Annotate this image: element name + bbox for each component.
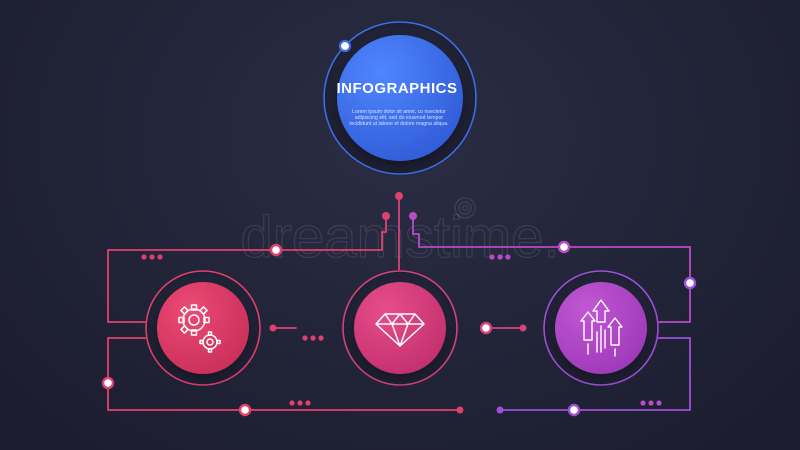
watermark-text: dreamstime. xyxy=(240,205,559,270)
node-diamond xyxy=(342,270,458,386)
main-node: INFOGRAPHICS Lorem ipsum dolor sit amet,… xyxy=(323,21,477,175)
main-node-body-line3: incididunt ut labore et dolore magna ali… xyxy=(349,121,448,127)
connector-dots xyxy=(101,192,697,417)
main-node-body-line2: adipiscing elit, sed do eiusmod tempor xyxy=(355,115,444,121)
node-growth xyxy=(543,270,659,386)
watermark-spiral-icon xyxy=(454,197,476,219)
gears-icon xyxy=(178,304,221,353)
diamond-icon xyxy=(375,313,425,347)
main-node-body-line1: Lorem ipsum dolor sit amet, co nsectetur xyxy=(352,109,446,115)
growth-arrows-icon xyxy=(580,299,623,357)
main-node-dot xyxy=(338,39,352,53)
main-node-title: INFOGRAPHICS xyxy=(336,80,457,97)
node-gears xyxy=(145,270,261,386)
